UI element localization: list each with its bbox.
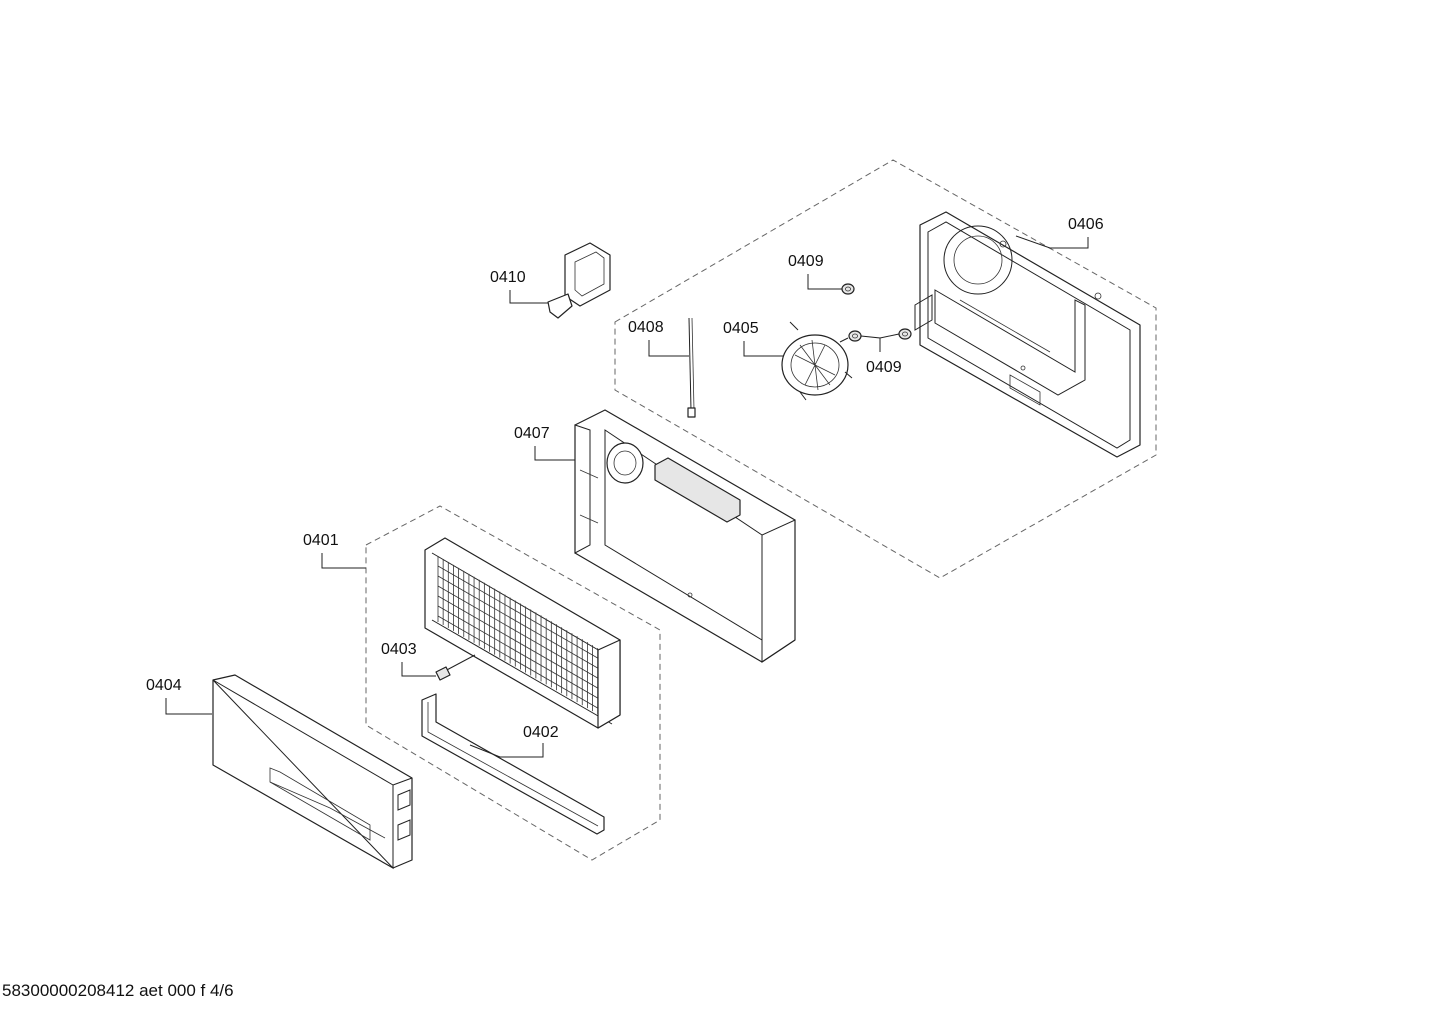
leader-0402 — [469, 743, 544, 758]
fan-0405 — [781, 321, 853, 401]
evaporator-tube — [437, 615, 609, 715]
drain-heater-0402 — [421, 693, 605, 835]
nut-0409-lower-1 — [848, 330, 862, 342]
leader-0409-lower — [860, 333, 900, 352]
callout-0402: 0402 — [523, 724, 559, 741]
fan-housing-panel-0406 — [914, 211, 1141, 458]
group-outline-evaporator-assembly — [365, 505, 661, 861]
nut-0409-top — [841, 283, 855, 295]
callout-0401: 0401 — [303, 532, 339, 549]
leader-0401 — [321, 553, 366, 569]
document-reference: 58300000208412 aet 000 f 4/6 — [2, 981, 234, 1000]
callout-0410: 0410 — [490, 269, 526, 286]
callout-0404: 0404 — [146, 677, 182, 694]
callout-0403: 0403 — [381, 641, 417, 658]
leader-0409-top — [807, 274, 842, 290]
evaporator-tube — [437, 575, 609, 675]
leader-0404 — [165, 698, 212, 715]
evaporator-tube — [437, 585, 609, 685]
leader-0410 — [509, 290, 548, 304]
callout-0406: 0406 — [1068, 216, 1104, 233]
evaporator-0401 — [424, 537, 621, 729]
callout-0405: 0405 — [723, 320, 759, 337]
cover-part-0410 — [547, 242, 611, 319]
callout-0407: 0407 — [514, 425, 550, 442]
group-outline-fan-assembly — [614, 159, 1157, 579]
callout-0408: 0408 — [628, 319, 664, 336]
callout-0409-lower: 0409 — [866, 359, 902, 376]
sensor-0403 — [435, 654, 476, 681]
leader-0406 — [1015, 235, 1089, 249]
front-cover-0404 — [212, 674, 413, 870]
leader-0405 — [743, 341, 784, 357]
evaporator-tube — [437, 595, 609, 695]
evaporator-tube — [437, 565, 609, 665]
leader-0407 — [534, 446, 575, 461]
evaporator-tube — [437, 605, 609, 705]
leader-0403 — [401, 662, 436, 677]
callout-0409-top: 0409 — [788, 253, 824, 270]
leader-0408 — [648, 340, 689, 357]
air-duct-cover-0407 — [574, 409, 796, 663]
sensor-wire-0408 — [687, 317, 696, 418]
nut-0409-lower-2 — [898, 328, 912, 340]
